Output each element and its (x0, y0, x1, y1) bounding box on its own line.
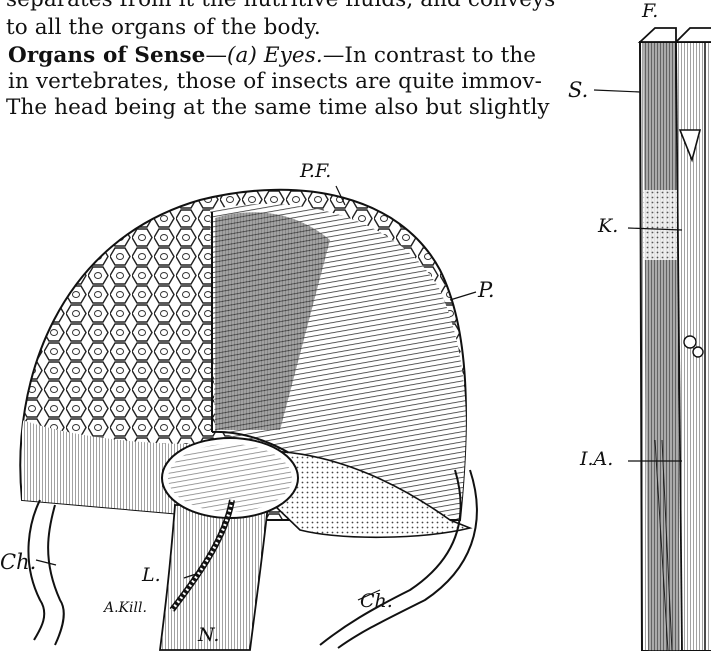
label-ch-left: Ch. (0, 550, 36, 574)
ommatidium-drawing (640, 28, 711, 651)
compound-eye-drawing (20, 190, 477, 650)
label-f: F. (642, 0, 658, 22)
label-ch-right: Ch. (360, 590, 393, 612)
label-k: K. (598, 215, 618, 237)
label-pf: P.F. (300, 160, 331, 182)
label-s: S. (568, 78, 588, 102)
artist-signature: A.Kill. (104, 600, 147, 616)
label-n: N. (198, 624, 219, 646)
label-l: L. (142, 564, 161, 586)
label-ia: I.A. (580, 448, 613, 470)
label-p: P. (478, 278, 495, 302)
